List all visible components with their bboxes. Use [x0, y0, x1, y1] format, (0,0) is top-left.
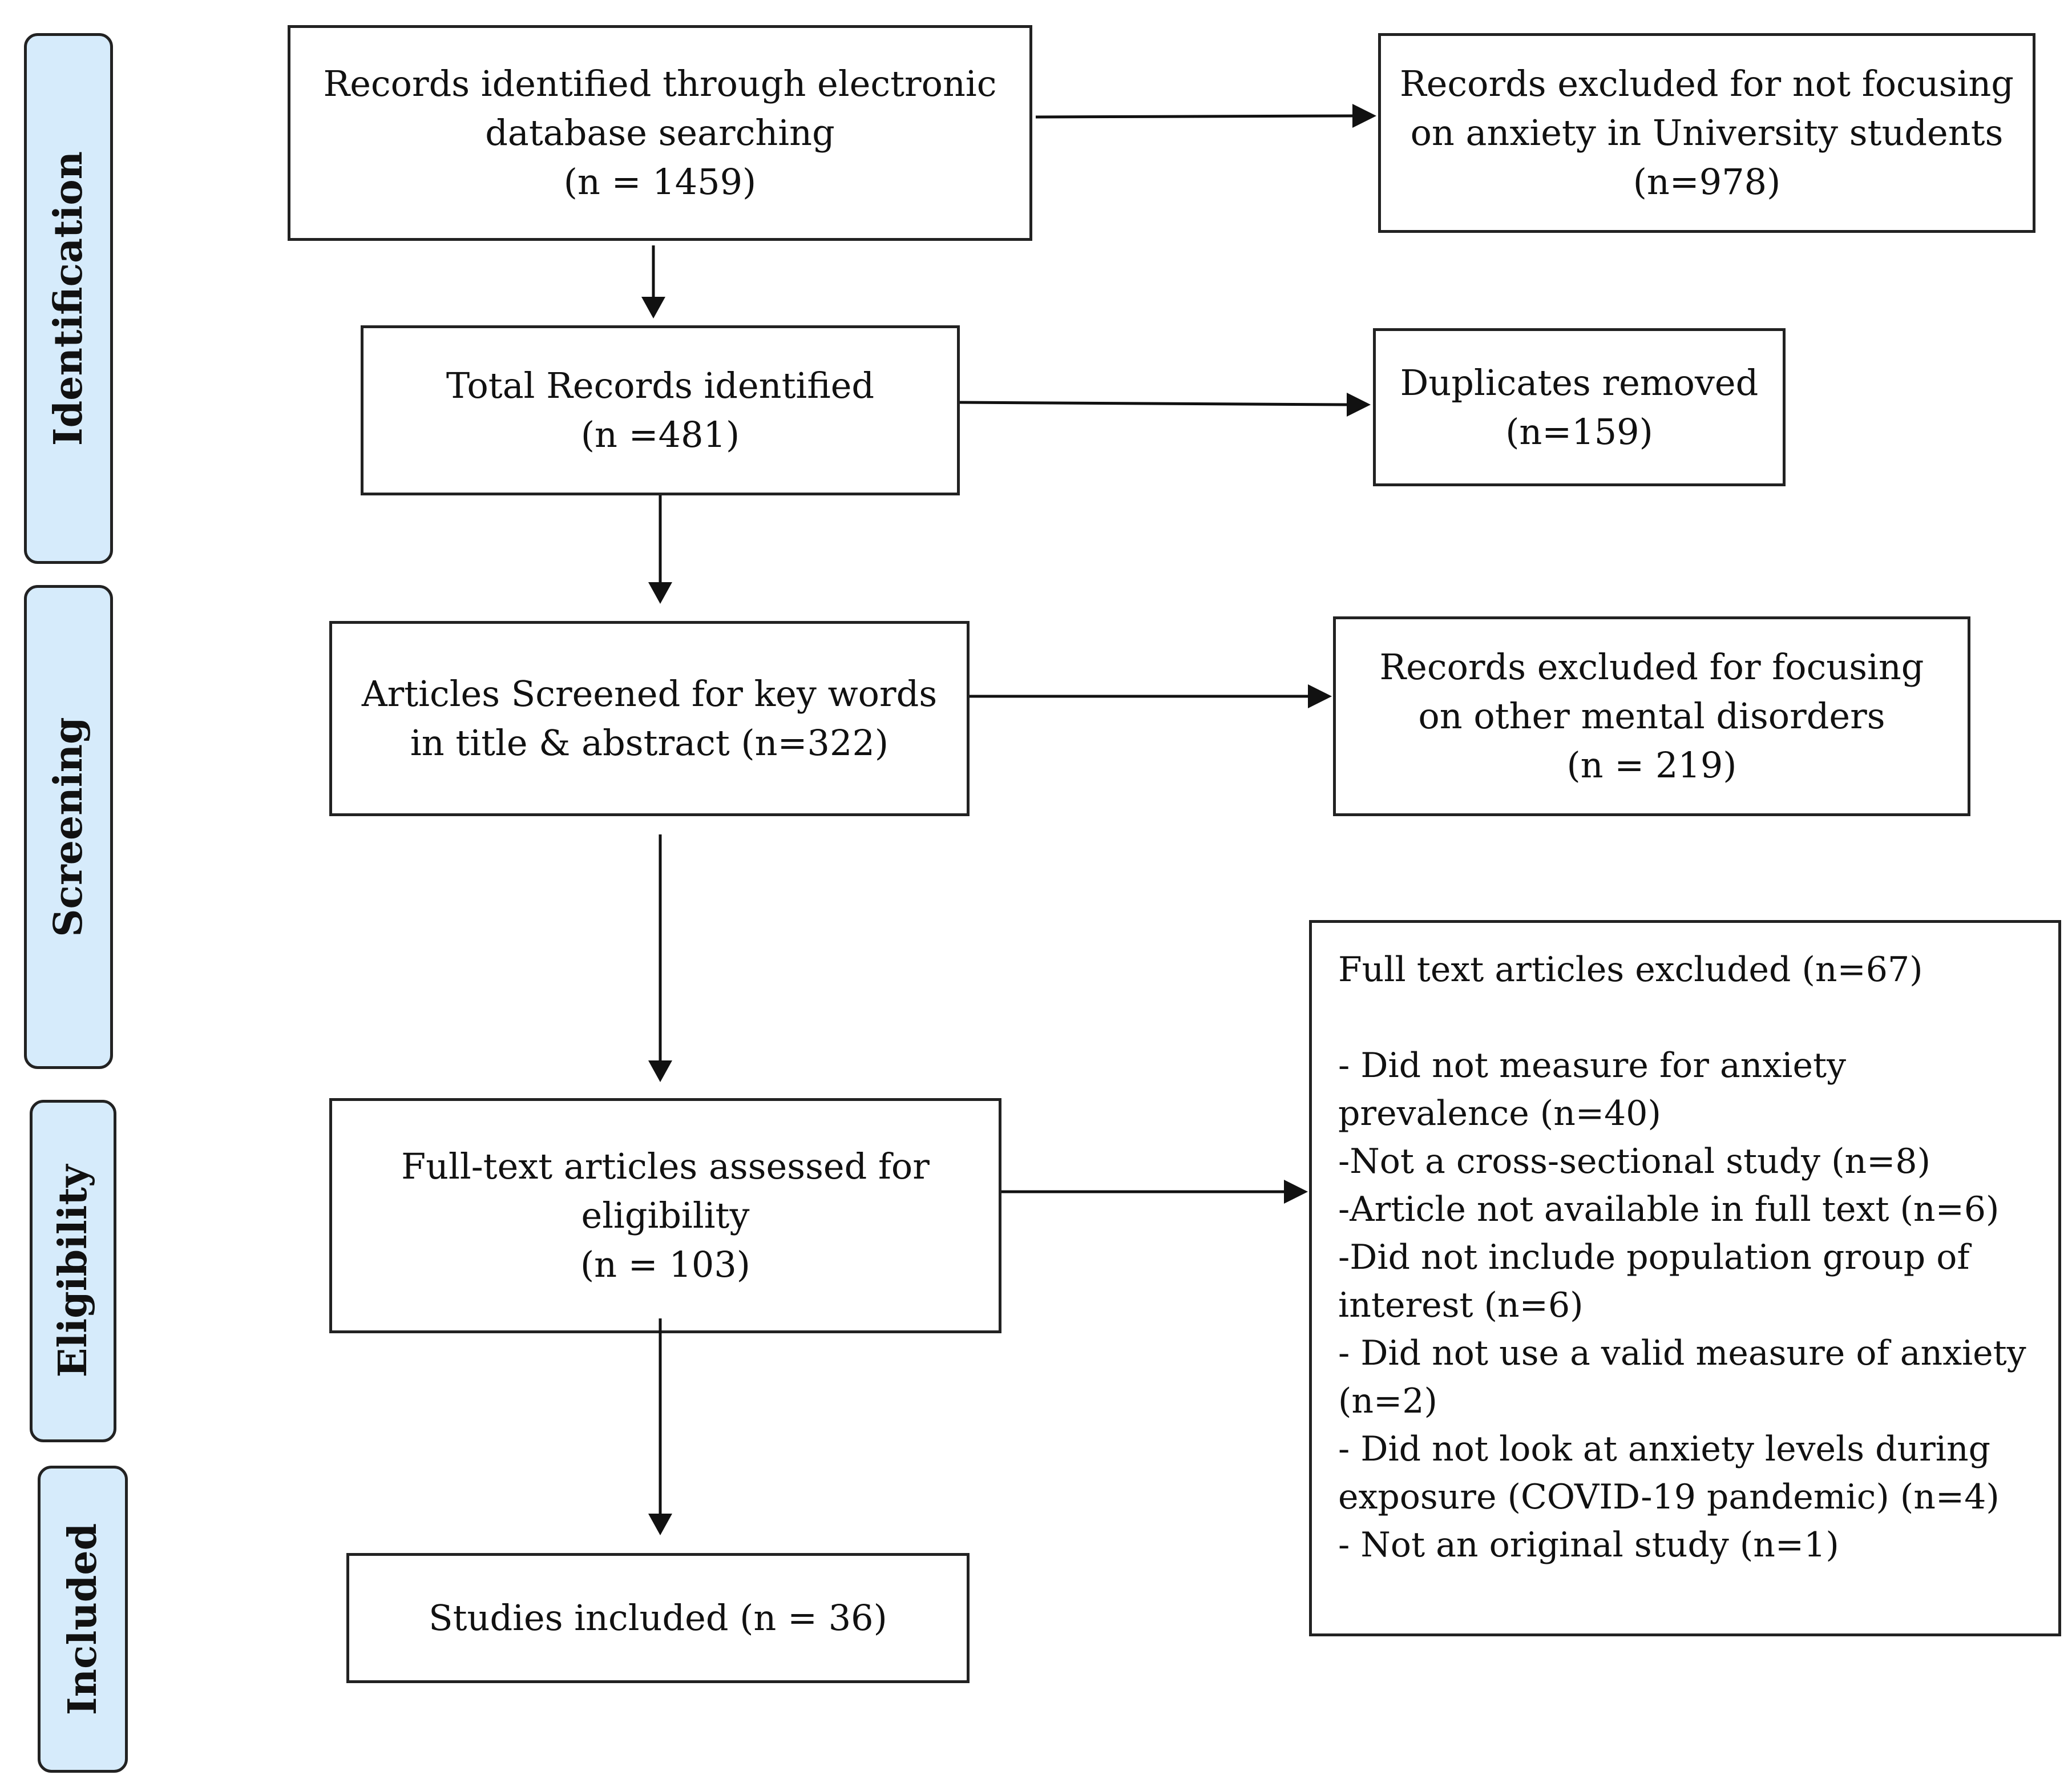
duplicates-removed-count: (n=159) [1505, 410, 1653, 453]
phase-included: Included [38, 1466, 128, 1773]
records-identified-box: Records identified through electronic da… [288, 25, 1032, 241]
articles-screened-box: Articles Screened for key words in title… [329, 621, 970, 816]
fulltext-excluded-heading: Full text articles excluded (n=67) [1338, 950, 1923, 990]
total-records-line1: Total Records identified [446, 365, 875, 406]
arrow-screened-to-excluded-other [970, 684, 1332, 708]
exclusion-reason-line: (n=2) [1338, 1381, 1437, 1421]
exclusion-reason-line: -Did not include population group of [1338, 1237, 1970, 1277]
exclusion-reason-line: - Did not look at anxiety levels during [1338, 1429, 1991, 1469]
exclusion-reason-line: interest (n=6) [1338, 1285, 1584, 1325]
articles-screened-line1: Articles Screened for key words [361, 673, 938, 715]
phase-eligibility: Eligibility [30, 1100, 116, 1442]
total-records-count: (n =481) [580, 414, 740, 455]
total-records-box: Total Records identified (n =481) [361, 325, 960, 495]
articles-screened-line2: in title & abstract (n=322) [410, 722, 889, 764]
arrow-records-to-excluded-not-focusing [1035, 104, 1376, 128]
exclusion-reason-line: - Did not measure for anxiety [1338, 1046, 1846, 1086]
fulltext-assessed-line2: eligibility [581, 1195, 750, 1236]
exclusion-reason-line: - Not an original study (n=1) [1338, 1525, 1839, 1565]
exclusion-reason-line: prevalence (n=40) [1338, 1094, 1661, 1134]
arrow-records-to-total [641, 245, 665, 318]
arrow-total-to-screened [648, 495, 672, 604]
arrow-total-to-duplicates [959, 393, 1371, 417]
studies-included-box: Studies included (n = 36) [346, 1553, 970, 1683]
records-identified-line2: database searching [485, 112, 835, 154]
duplicates-removed-label: Duplicates removed [1400, 361, 1759, 404]
records-excluded-not-focusing-line1: Records excluded for not focusing [1400, 63, 2014, 104]
phase-screening: Screening [24, 585, 113, 1069]
arrow-fulltext-to-included [648, 1318, 672, 1535]
records-excluded-not-focusing-line2: on anxiety in University students [1410, 112, 2004, 154]
exclusion-reason-line: - Did not use a valid measure of anxiety [1338, 1333, 2026, 1373]
phase-identification: Identification [24, 33, 113, 564]
studies-included-label: Studies included (n = 36) [429, 1597, 887, 1639]
exclusion-reason-line: exposure (COVID-19 pandemic) (n=4) [1338, 1477, 2000, 1517]
arrow-fulltext-to-excluded [1001, 1180, 1308, 1204]
arrow-screened-to-fulltext [648, 834, 672, 1082]
duplicates-removed-box: Duplicates removed (n=159) [1373, 328, 1786, 486]
records-excluded-not-focusing-count: (n=978) [1633, 161, 1781, 203]
records-excluded-other-disorders-line1: Records excluded for focusing [1379, 646, 1924, 688]
fulltext-excluded-box: Full text articles excluded (n=67) - Did… [1309, 920, 2061, 1636]
records-identified-count: (n = 1459) [563, 161, 757, 203]
records-excluded-other-disorders-box: Records excluded for focusing on other m… [1333, 616, 1970, 816]
records-excluded-other-disorders-count: (n = 219) [1566, 744, 1737, 786]
exclusion-reason-line: -Not a cross-sectional study (n=8) [1338, 1141, 1931, 1181]
records-excluded-other-disorders-line2: on other mental disorders [1418, 695, 1885, 737]
records-excluded-not-focusing-box: Records excluded for not focusing on anx… [1378, 33, 2035, 233]
records-identified-line1: Records identified through electronic [323, 63, 997, 104]
fulltext-assessed-line1: Full-text articles assessed for [401, 1145, 930, 1187]
fulltext-assessed-box: Full-text articles assessed for eligibil… [329, 1098, 1001, 1333]
fulltext-assessed-count: (n = 103) [580, 1244, 750, 1285]
exclusion-reason-line: -Article not available in full text (n=6… [1338, 1189, 2000, 1229]
